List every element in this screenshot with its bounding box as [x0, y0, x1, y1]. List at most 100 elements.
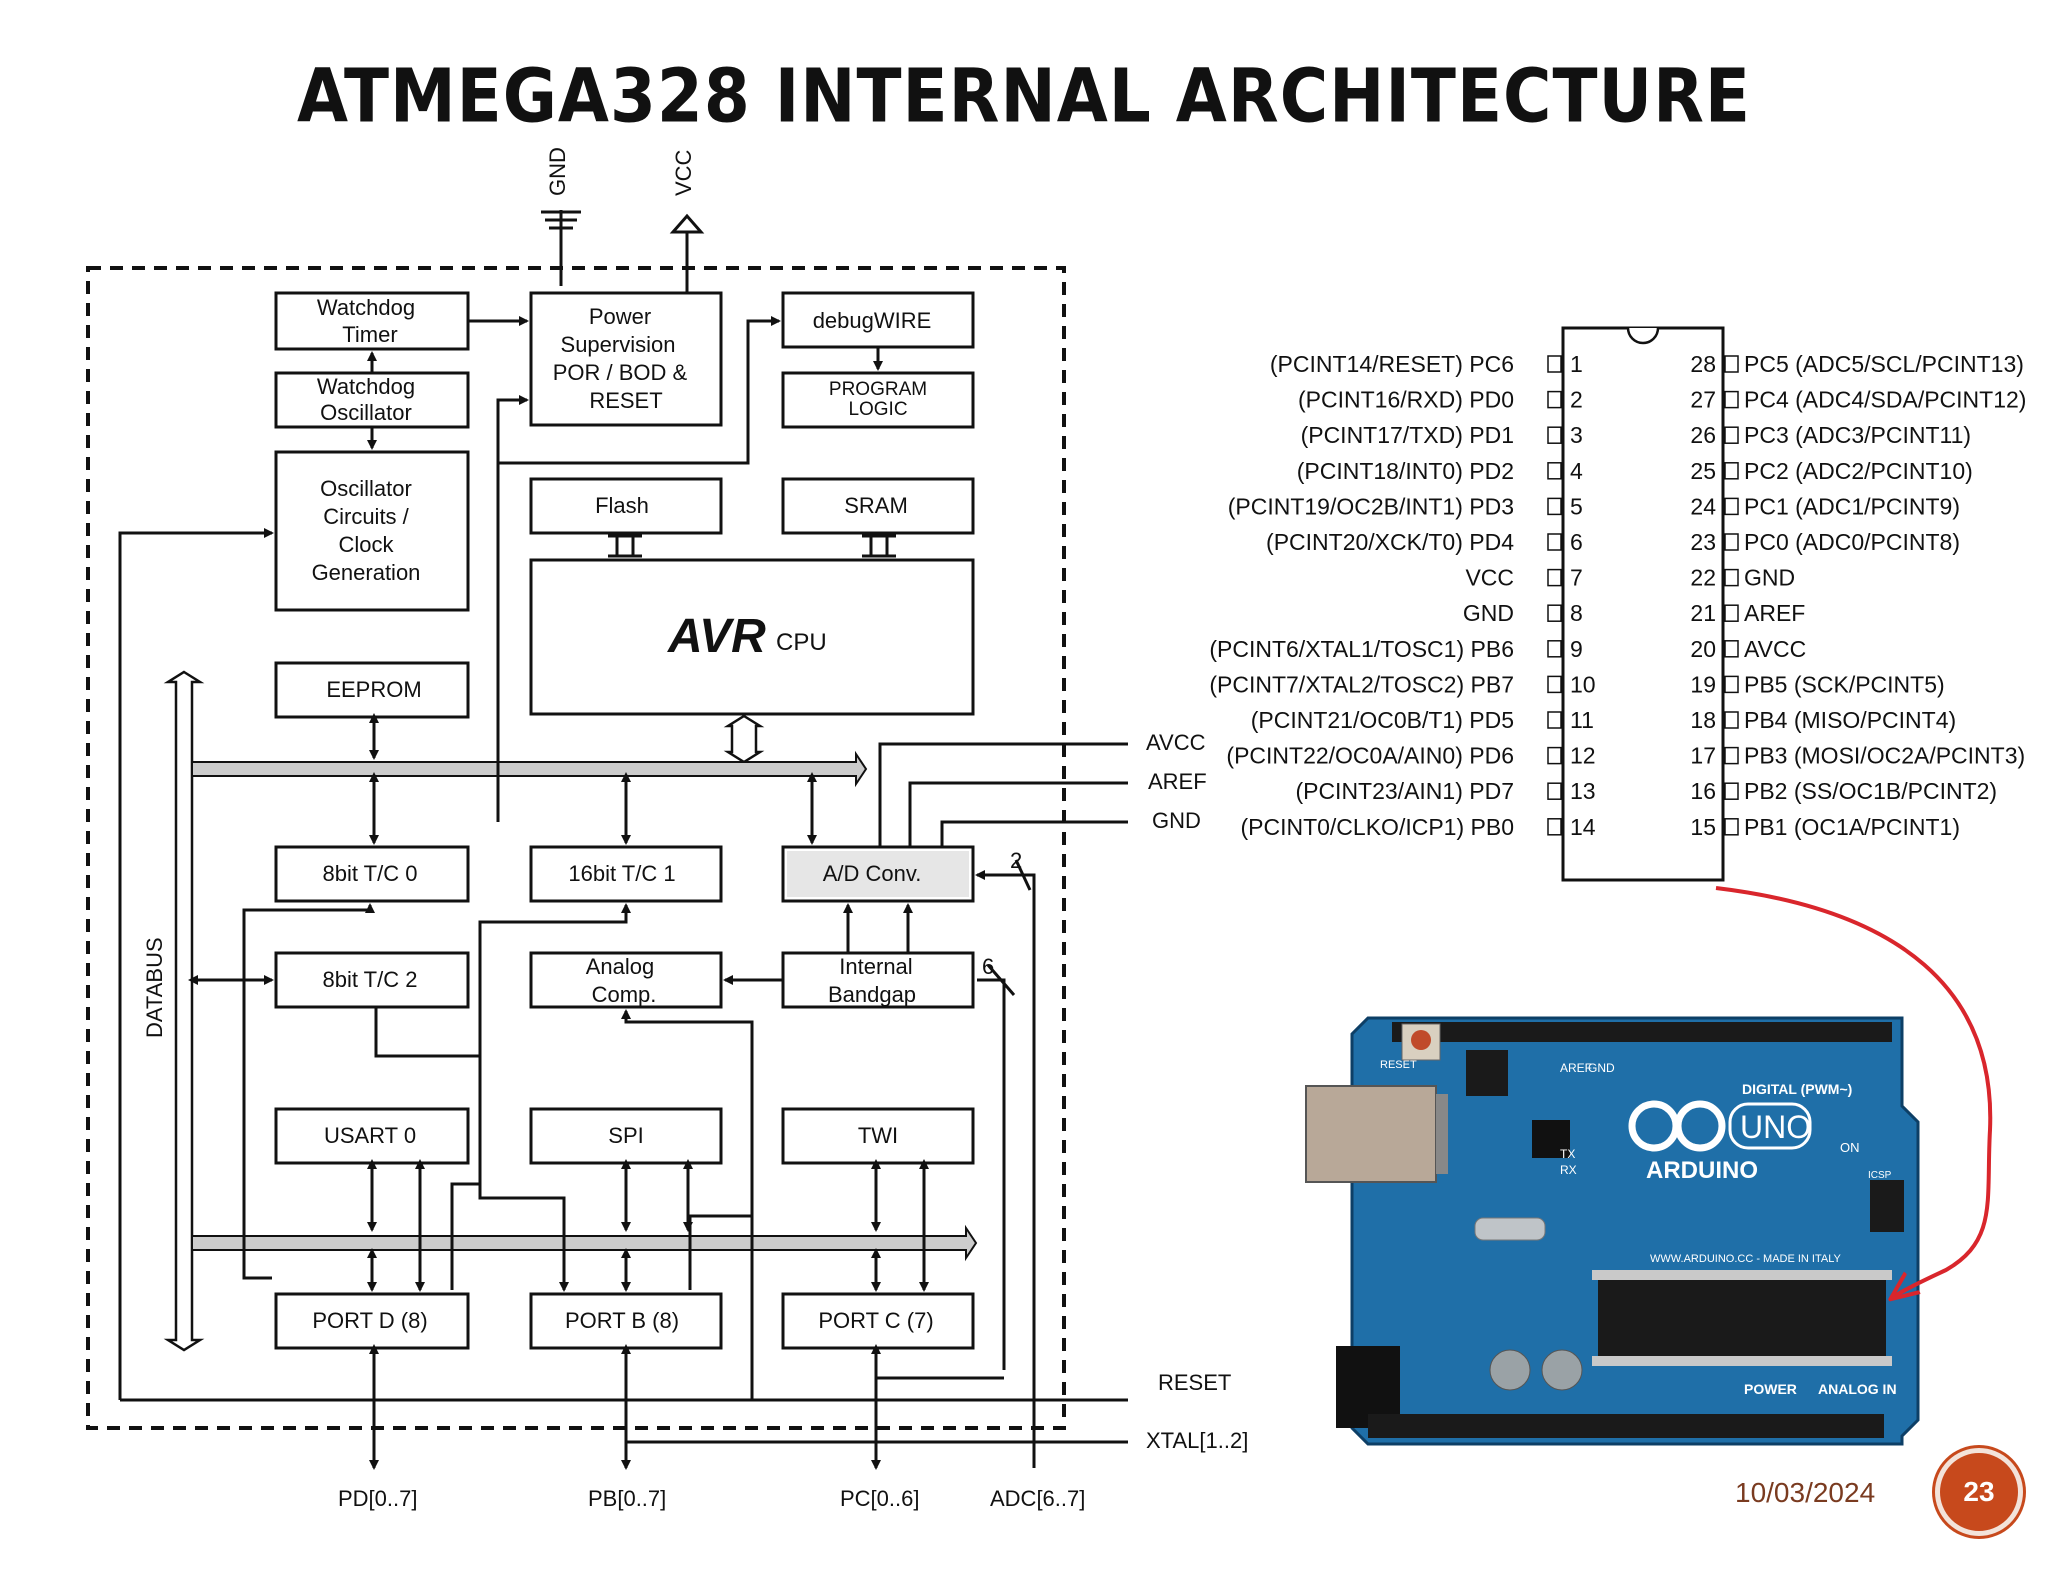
signal-xtal: XTAL[1..2]: [1146, 1428, 1248, 1453]
board-tx-label: TX: [1560, 1147, 1575, 1161]
pin-number-right: 27: [1690, 387, 1716, 413]
pin-label-left: (PCINT21/OC0B/T1) PD5: [1251, 707, 1514, 733]
slide-date: 10/03/2024: [1735, 1477, 1876, 1508]
signal-avcc: AVCC: [1146, 730, 1206, 755]
pin-number-right: 21: [1690, 600, 1716, 626]
oscillator-block: [274, 450, 470, 612]
watchdog-oscillator-block: [274, 371, 470, 429]
watchdog-osc-line1: Watchdog: [317, 374, 415, 399]
pin-number-right: 26: [1690, 422, 1716, 448]
pin-label-right: PC5 (ADC5/SCL/PCINT13): [1744, 351, 2024, 377]
board-website: WWW.ARDUINO.CC - MADE IN ITALY: [1650, 1253, 1842, 1265]
pin-number-left: 14: [1570, 814, 1596, 840]
timer2-label: 8bit T/C 2: [323, 967, 418, 992]
power-line1: Power: [589, 304, 651, 329]
timer1-label: 16bit T/C 1: [568, 861, 675, 886]
board-analog-label: ANALOG IN: [1818, 1381, 1897, 1397]
pin-label-left: (PCINT14/RESET) PC6: [1270, 351, 1514, 377]
power-supervision-block: [529, 291, 723, 427]
pin-label-right: AREF: [1744, 600, 1805, 626]
internal-bus-upper: [191, 750, 868, 788]
board-reset-label: RESET: [1380, 1059, 1417, 1071]
pin-label-right: PB5 (SCK/PCINT5): [1744, 671, 1945, 697]
pin-label-right: PC3 (ADC3/PCINT11): [1744, 422, 1971, 448]
pin-box: [1547, 390, 1562, 409]
dip-package: [1561, 326, 1725, 882]
pins-adc: ADC[6..7]: [990, 1486, 1085, 1511]
pin-label-right: PB4 (MISO/PCINT4): [1744, 707, 1956, 733]
pin-number-right: 18: [1690, 707, 1716, 733]
pin-number-left: 13: [1570, 778, 1596, 804]
pin-number-left: 6: [1570, 529, 1583, 555]
pin-box: [1547, 604, 1562, 622]
pin-label-right: PC2 (ADC2/PCINT10): [1744, 458, 1973, 484]
pin-number-right: 16: [1690, 778, 1716, 804]
avr-logo: AVR: [667, 610, 766, 663]
pin-box: [1547, 497, 1562, 516]
pin-label-left: (PCINT22/OC0A/AIN0) PD6: [1226, 743, 1514, 769]
page-number-badge: 23: [1935, 1448, 2023, 1536]
oscillator-line1: Oscillator: [320, 476, 412, 501]
portc-block: [781, 1292, 975, 1350]
program-logic-line1: PROGRAM: [829, 379, 927, 400]
pin-number-left: 4: [1570, 458, 1583, 484]
signal-gnd: GND: [1152, 808, 1201, 833]
analog-comp-line2: Comp.: [592, 982, 657, 1007]
watchdog-timer-line2: Timer: [342, 322, 397, 347]
pin-number-left: 1: [1570, 351, 1583, 377]
power-line3: POR / BOD &: [553, 360, 688, 385]
pin-number-right: 25: [1690, 458, 1716, 484]
power-line2: Supervision: [561, 332, 676, 357]
connections: 2 6: [118, 316, 1128, 1470]
board-digital-label: DIGITAL (PWM~): [1742, 1081, 1852, 1097]
pin-label-left: VCC: [1465, 565, 1514, 591]
bandgap-line2: Bandgap: [828, 982, 916, 1007]
pin-label-left: (PCINT17/TXD) PD1: [1301, 422, 1514, 448]
pin-box: [1547, 533, 1562, 551]
pin-label-right: PC0 (ADC0/PCINT8): [1744, 529, 1960, 555]
gnd-pin-label: GND: [545, 147, 570, 196]
pin-box: [1724, 782, 1739, 800]
pin-number-right: 19: [1690, 671, 1716, 697]
board-on-label: ON: [1840, 1140, 1860, 1155]
pin-label-left: (PCINT18/INT0) PD2: [1297, 458, 1514, 484]
pin-label-left: (PCINT7/XTAL2/TOSC2) PB7: [1209, 671, 1514, 697]
pin-label-left: (PCINT19/OC2B/INT1) PD3: [1228, 493, 1514, 519]
timer2-block: [274, 951, 470, 1009]
watchdog-timer-block: [274, 291, 470, 351]
red-pointer-arrow: [1715, 886, 1993, 1298]
pin-box: [1724, 355, 1739, 373]
usb-port: [1305, 1085, 1437, 1183]
cpu-bus-link: [723, 714, 765, 764]
pin-number-right: 24: [1690, 493, 1716, 519]
board-power-label: POWER: [1744, 1381, 1797, 1397]
timer1-block: [529, 845, 723, 903]
pin-box: [1724, 390, 1739, 409]
pin-number-right: 28: [1690, 351, 1716, 377]
pin-label-left: (PCINT16/RXD) PD0: [1298, 387, 1514, 413]
pin-box: [1547, 782, 1562, 800]
oscillator-line4: Generation: [312, 560, 421, 585]
pins-portd: PD[0..7]: [338, 1486, 417, 1511]
pin-label-left: (PCINT0/CLKO/ICP1) PB0: [1240, 814, 1514, 840]
slide-title: ATMEGA328 INTERNAL ARCHITECTURE: [297, 53, 1751, 140]
pin-number-right: 15: [1690, 814, 1716, 840]
pin-number-right: 22: [1690, 565, 1716, 591]
chip-boundary: [86, 266, 1066, 1430]
pin-number-left: 2: [1570, 387, 1583, 413]
pin-box: [1547, 711, 1562, 729]
sram-block: [781, 477, 975, 535]
pin-box: [1724, 818, 1739, 836]
pin-number-left: 3: [1570, 422, 1583, 448]
portd-label: PORT D (8): [312, 1308, 427, 1333]
portb-label: PORT B (8): [565, 1308, 679, 1333]
cpu-block: [529, 558, 975, 716]
vcc-pin-label: VCC: [671, 149, 696, 196]
signal-reset: RESET: [1158, 1370, 1231, 1395]
dip-pins-left: (PCINT14/RESET) PC6 1 (PCINT16/RXD) PD0 2 (P…: [1209, 351, 1595, 840]
pin-box: [1724, 426, 1739, 444]
watchdog-timer-line1: Watchdog: [317, 295, 415, 320]
pin-label-right: PB2 (SS/OC1B/PCINT2): [1744, 778, 1997, 804]
timer0-block: [274, 845, 470, 903]
